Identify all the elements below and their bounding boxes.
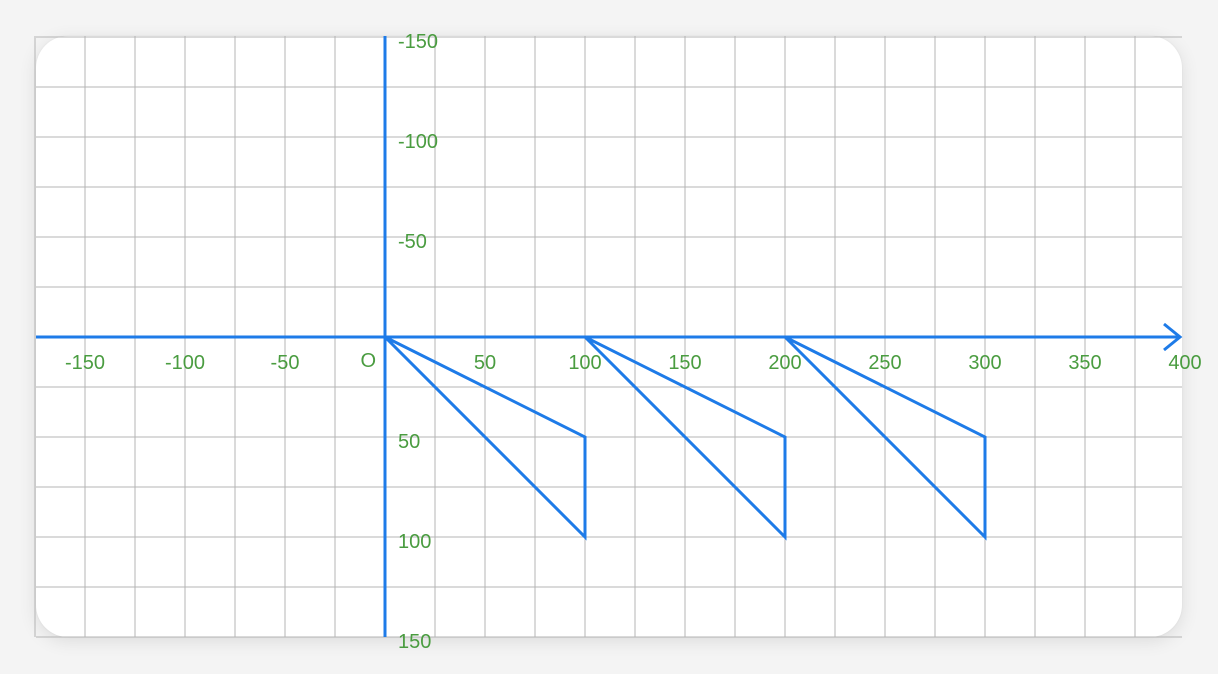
graph-card: -150 -100 -50 50 100 150 200 250 300 350 400 -150 -1… xyxy=(34,31,1202,653)
x-tick-label: 400 xyxy=(1168,352,1201,374)
y-tick-label: 150 xyxy=(398,631,431,653)
y-tick-label: -150 xyxy=(398,31,438,53)
shape-quadrilateral-2 xyxy=(583,335,787,541)
y-tick-label: -100 xyxy=(398,131,438,153)
y-tick-label: 50 xyxy=(398,431,420,453)
origin-label: O xyxy=(360,350,376,372)
shapes xyxy=(383,335,987,541)
x-tick-label: 150 xyxy=(668,352,701,374)
x-tick-label: 250 xyxy=(868,352,901,374)
x-tick-label: 350 xyxy=(1068,352,1101,374)
y-tick-label: 100 xyxy=(398,531,431,553)
x-tick-label: -150 xyxy=(65,352,105,374)
x-tick-label: 300 xyxy=(968,352,1001,374)
tick-labels: -150 -100 -50 50 100 150 200 250 300 350 400 -150 -1… xyxy=(65,31,1202,653)
shape-quadrilateral-3 xyxy=(783,335,987,541)
x-tick-label: -50 xyxy=(271,352,300,374)
axes xyxy=(36,36,1183,637)
x-axis-arrow xyxy=(1163,322,1183,352)
x-tick-label: 200 xyxy=(768,352,801,374)
shape-quadrilateral-1 xyxy=(383,335,587,541)
x-tick-label: -100 xyxy=(165,352,205,374)
coordinate-plane: -150 -100 -50 50 100 150 200 250 300 350 400 -150 -1… xyxy=(34,31,1202,653)
y-tick-label: -50 xyxy=(398,231,427,253)
x-tick-label: 100 xyxy=(568,352,601,374)
x-tick-label: 50 xyxy=(474,352,496,374)
